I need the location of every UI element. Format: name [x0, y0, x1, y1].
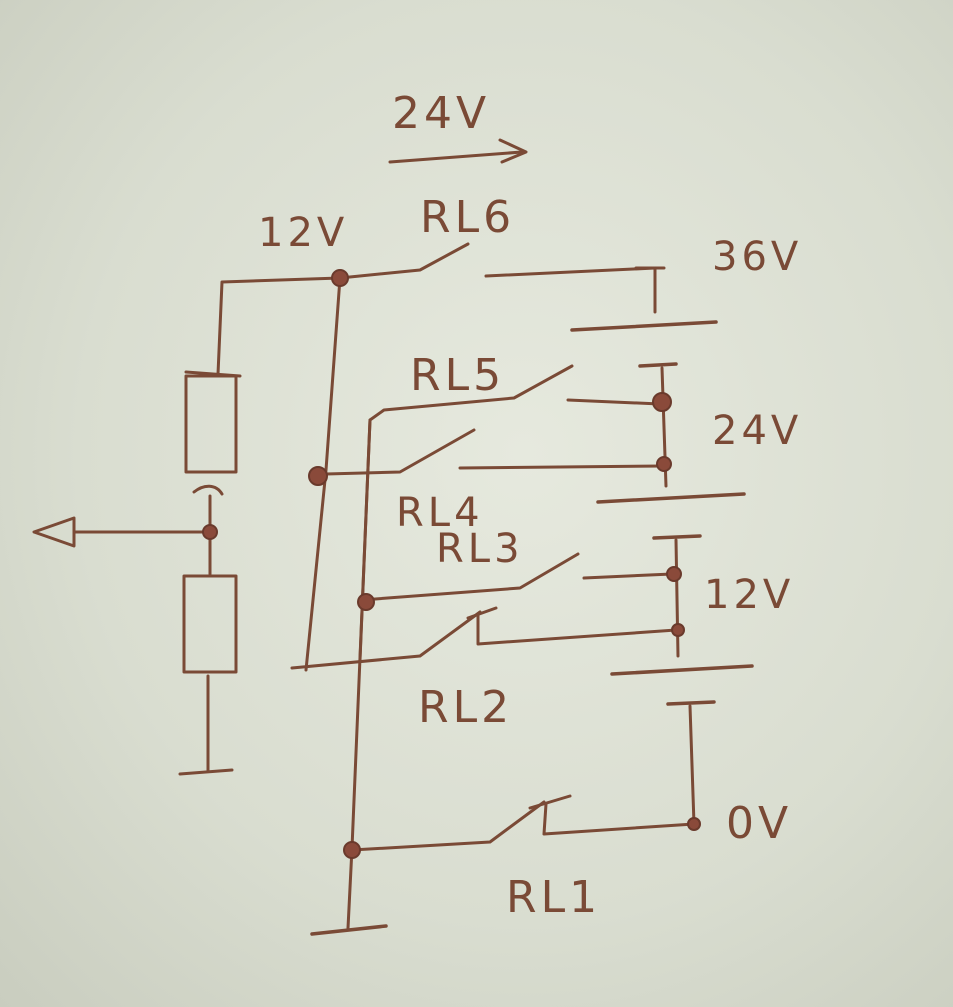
junction-rl3: [357, 593, 375, 611]
junction-divider-tap: [202, 524, 218, 540]
resistor-divider: [178, 276, 342, 776]
junction-24v: [656, 456, 672, 472]
relay-switch-rl4: [324, 428, 664, 476]
junction-rl5-contact: [652, 392, 672, 412]
label-rl3: RL3: [436, 526, 524, 572]
junction-12v: [331, 269, 349, 287]
relay-switch-rl2: [290, 606, 678, 670]
label-rl2: RL2: [418, 682, 513, 733]
label-rl1: RL1: [506, 872, 601, 923]
junction-12v-lower: [671, 623, 685, 637]
direction-arrow: [388, 138, 528, 164]
relay-switch-rl1: [350, 794, 696, 852]
junction-rl3-contact: [666, 566, 682, 582]
upper-resistor: [184, 374, 238, 474]
junction-0v: [687, 817, 701, 831]
battery-bottom: [666, 700, 716, 826]
relay-switch-rl3: [360, 552, 674, 602]
output-arrow: [32, 516, 210, 548]
label-12v: 12V: [258, 210, 348, 256]
label-rl4: RL4: [396, 490, 484, 536]
label-12v-battery: 12V: [704, 572, 794, 618]
label-top-24v: 24V: [392, 88, 490, 139]
label-rl5: RL5: [410, 350, 505, 401]
label-24v: 24V: [712, 408, 802, 454]
relay-switch-rl6: [338, 242, 666, 314]
junction-ground: [343, 841, 361, 859]
label-rl6: RL6: [420, 192, 515, 243]
junction-rl4: [308, 466, 328, 486]
lower-resistor: [182, 574, 238, 674]
label-36v: 36V: [712, 234, 802, 280]
ground-symbol: [310, 924, 388, 936]
label-0v: 0V: [726, 798, 792, 849]
